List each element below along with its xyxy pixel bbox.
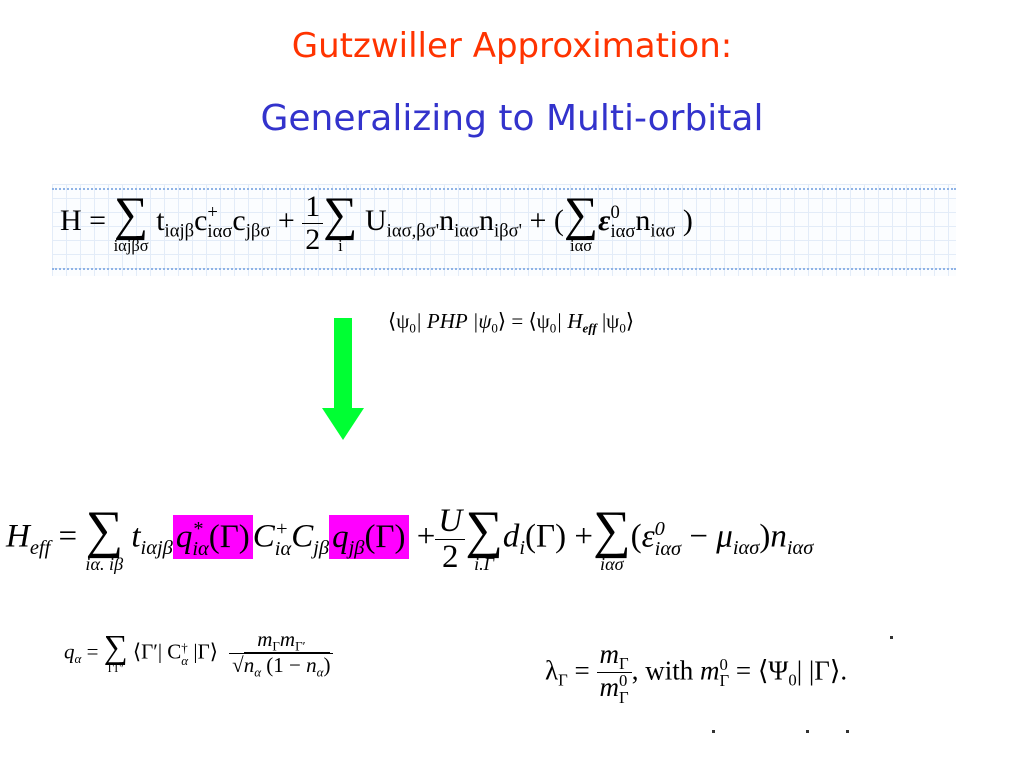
slide-subtitle: Generalizing to Multi-orbital (260, 98, 764, 139)
artifact-dot (806, 730, 809, 733)
arrow-down-icon (322, 318, 364, 442)
sum-symbol: ∑iαjβσ (113, 187, 149, 255)
projection-equation: ⟨ψ0| PHP |ψ0⟩ = ⟨ψ0| Heff |ψ0⟩ (388, 309, 635, 336)
q-alpha-equation: qα = ∑ΓΓ′ ⟨Γ′| C†α |Γ⟩ mΓmΓ′ √nα (1 − nα… (64, 628, 334, 679)
hamiltonian-equation-panel (52, 184, 956, 276)
artifact-dot (712, 730, 715, 733)
q-factor-highlight-2: qjβ(Γ) (329, 514, 409, 559)
artifact-dot (890, 636, 893, 639)
q-factor-highlight-1: q*iα(Γ) (172, 514, 253, 560)
slide-title: Gutzwiller Approximation: (291, 26, 733, 66)
artifact-dot (846, 730, 849, 733)
